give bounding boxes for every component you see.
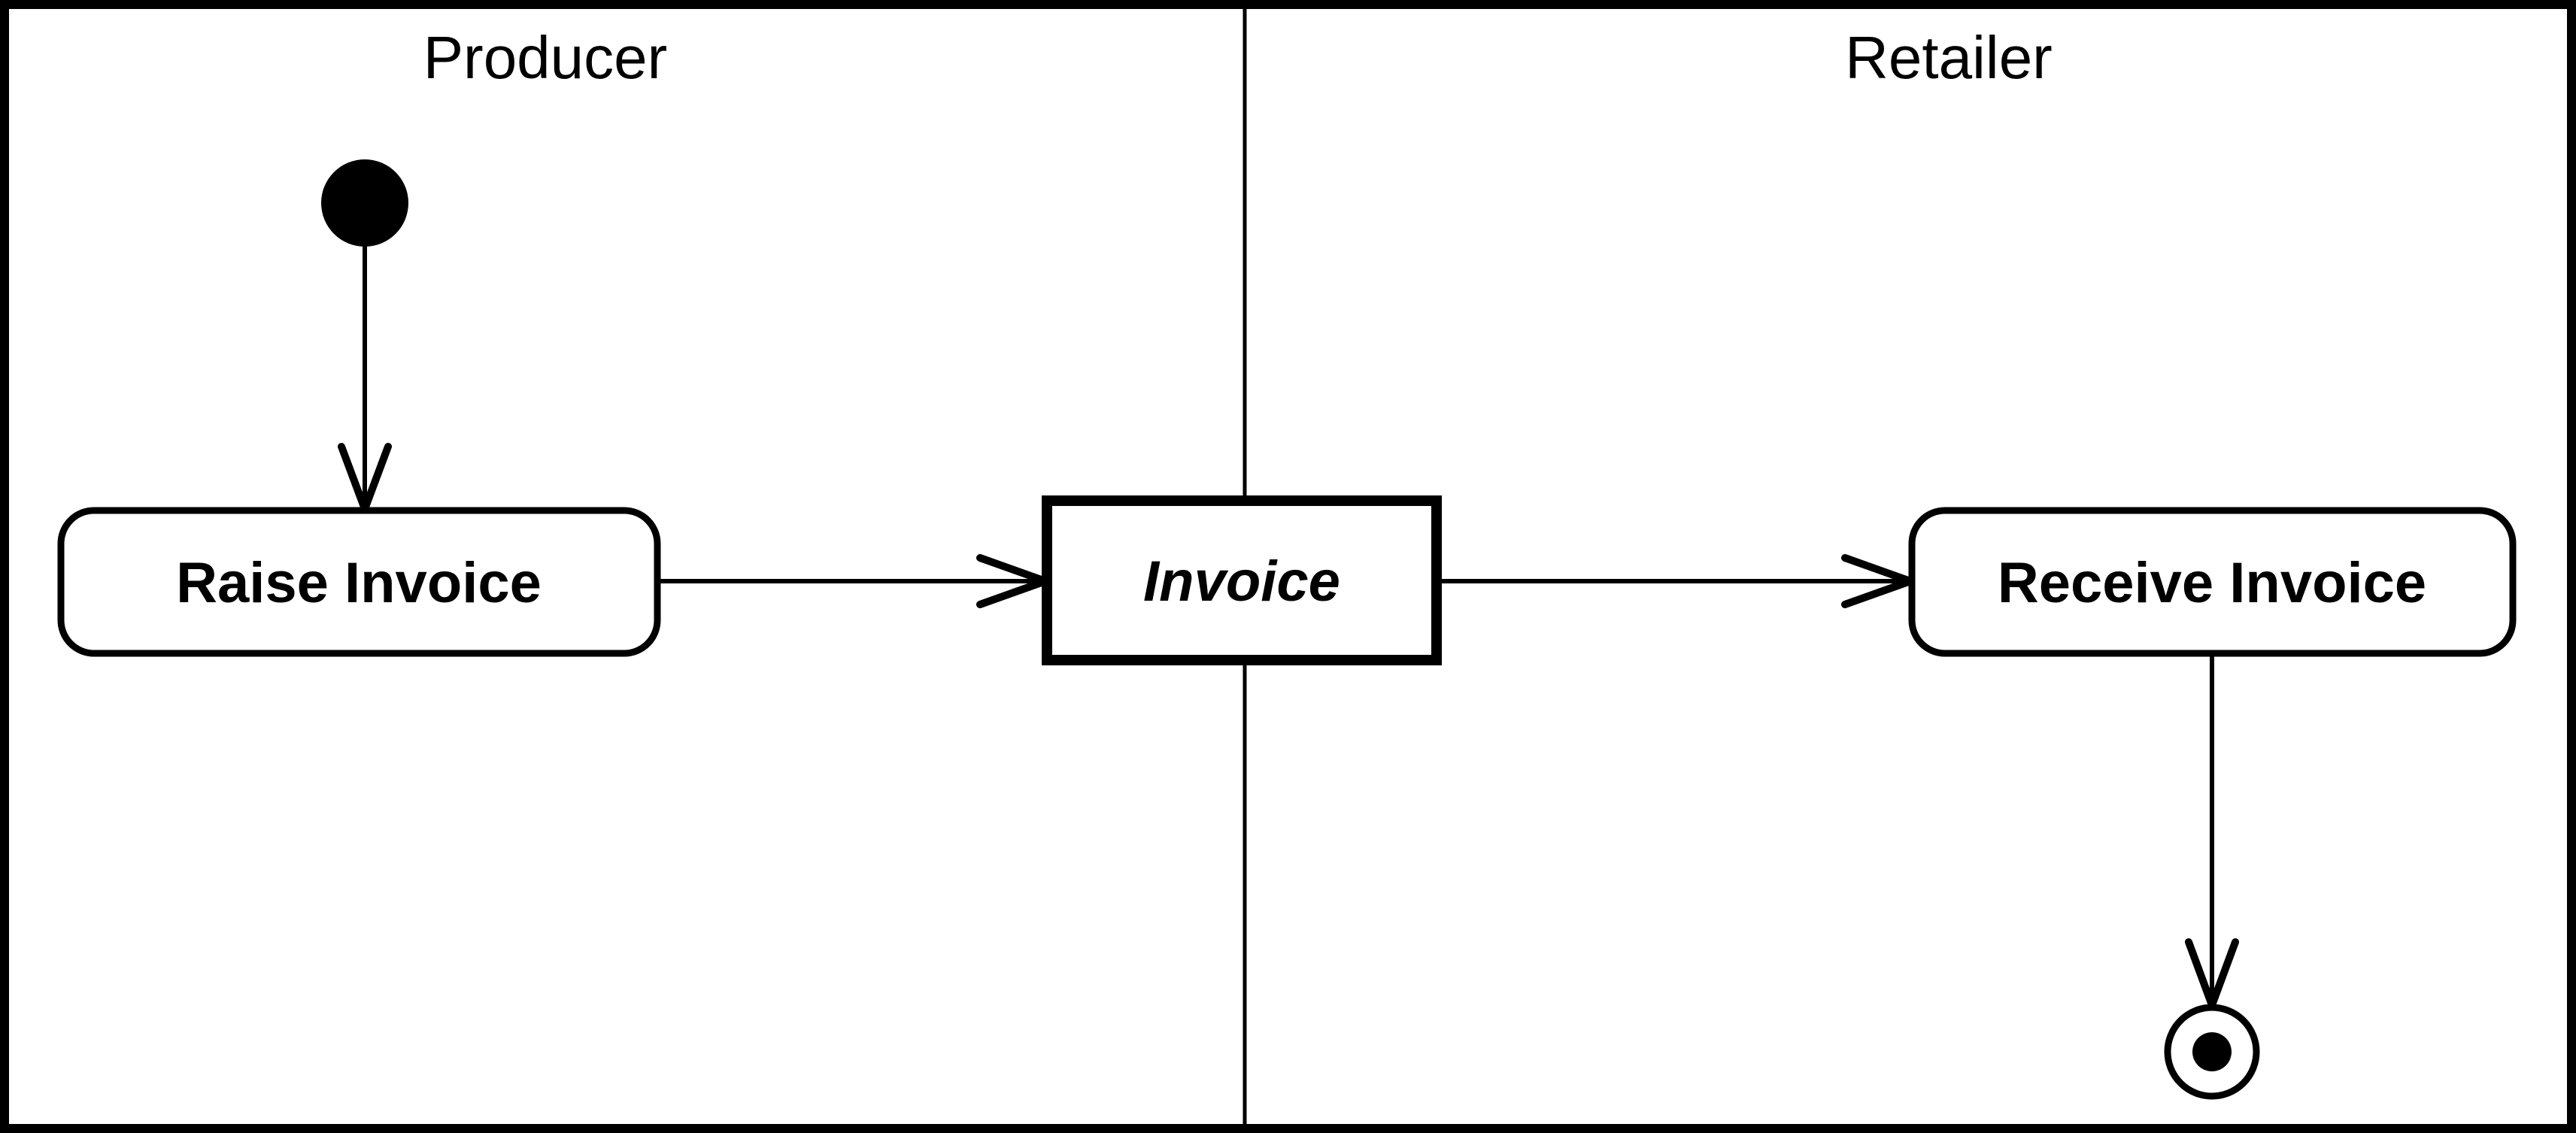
action-label: Receive Invoice	[1998, 551, 2426, 615]
initial-state-node	[321, 159, 408, 247]
object-label: Invoice	[1143, 550, 1340, 613]
object-invoice: Invoice	[1042, 495, 1442, 665]
action-raise-invoice: Raise Invoice	[57, 507, 661, 657]
action-receive-invoice: Receive Invoice	[1908, 507, 2517, 657]
final-state-inner-dot	[2192, 1032, 2232, 1071]
arrowhead-right-icon	[976, 554, 1049, 608]
transition-raise-invoice-to-invoice	[657, 554, 1049, 608]
final-state-node	[2164, 1004, 2260, 1100]
lane-title-producer: Producer	[423, 24, 668, 91]
action-label: Raise Invoice	[176, 551, 542, 615]
arrowhead-right-icon	[1841, 554, 1914, 608]
lane-title-retailer: Retailer	[1845, 24, 2053, 91]
transition-invoice-to-receive-invoice	[1437, 554, 1914, 608]
